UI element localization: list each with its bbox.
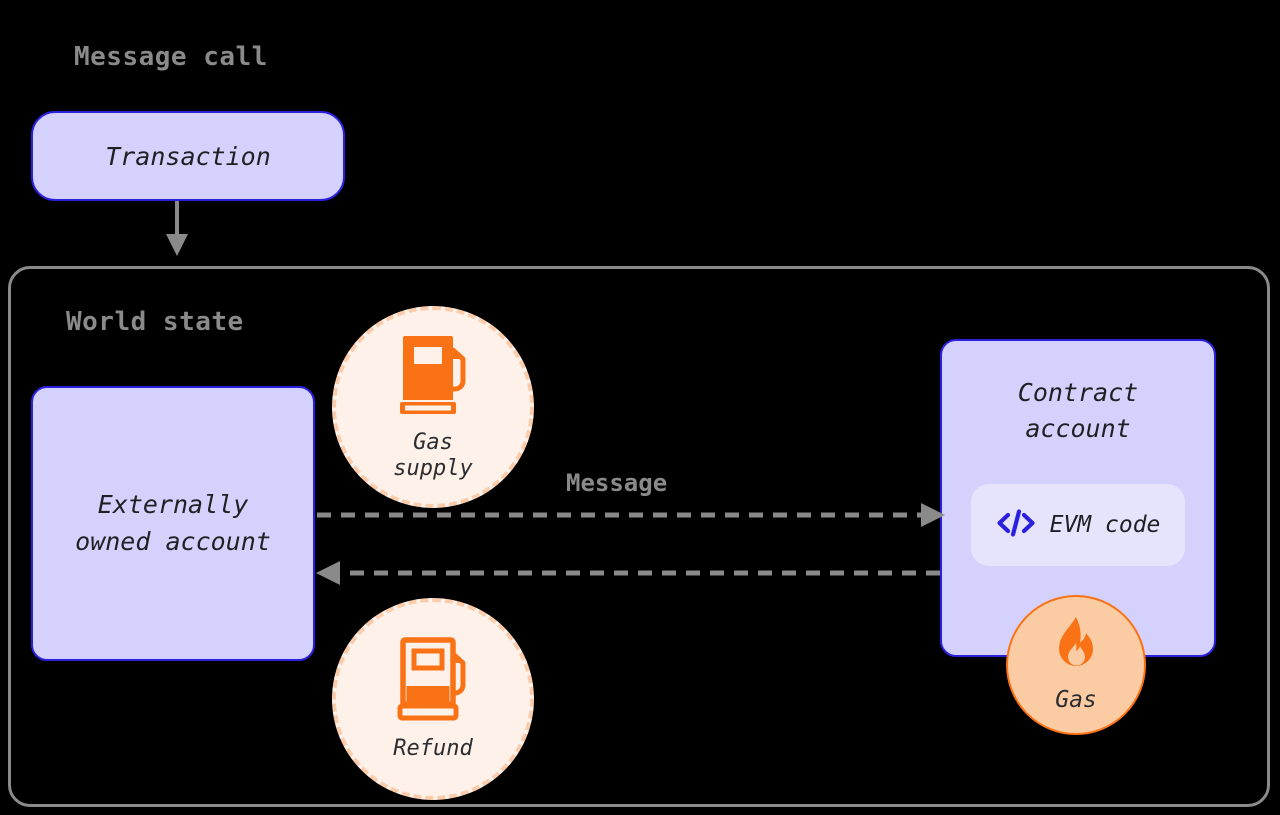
refund-label: Refund	[393, 736, 473, 762]
transaction-label: Transaction	[105, 141, 271, 171]
transaction-node[interactable]: Transaction	[31, 111, 345, 201]
message-call-title: Message call	[74, 42, 268, 72]
gas-pump-partial-icon	[397, 636, 469, 726]
code-icon	[996, 507, 1036, 543]
evm-code-badge[interactable]: EVM code	[971, 484, 1185, 566]
message-edge-label: Message	[566, 469, 668, 497]
gas-badge[interactable]: Gas	[1006, 595, 1146, 735]
gas-supply-label: Gas supply	[393, 430, 473, 481]
flame-icon	[1045, 615, 1107, 685]
refund-badge[interactable]: Refund	[332, 598, 534, 800]
world-state-container	[8, 266, 1270, 807]
contract-account-label: Contract account	[1017, 378, 1139, 444]
evm-code-label: EVM code	[1049, 512, 1161, 538]
externally-owned-account-label: Externally owned account	[75, 490, 271, 556]
externally-owned-account-node[interactable]: Externally owned account	[31, 386, 315, 661]
gas-pump-full-icon	[397, 332, 469, 422]
arrow-transaction-to-world-state	[166, 201, 188, 256]
gas-label: Gas	[1055, 687, 1097, 714]
gas-supply-badge[interactable]: Gas supply	[332, 306, 534, 508]
world-state-title: World state	[66, 307, 244, 337]
